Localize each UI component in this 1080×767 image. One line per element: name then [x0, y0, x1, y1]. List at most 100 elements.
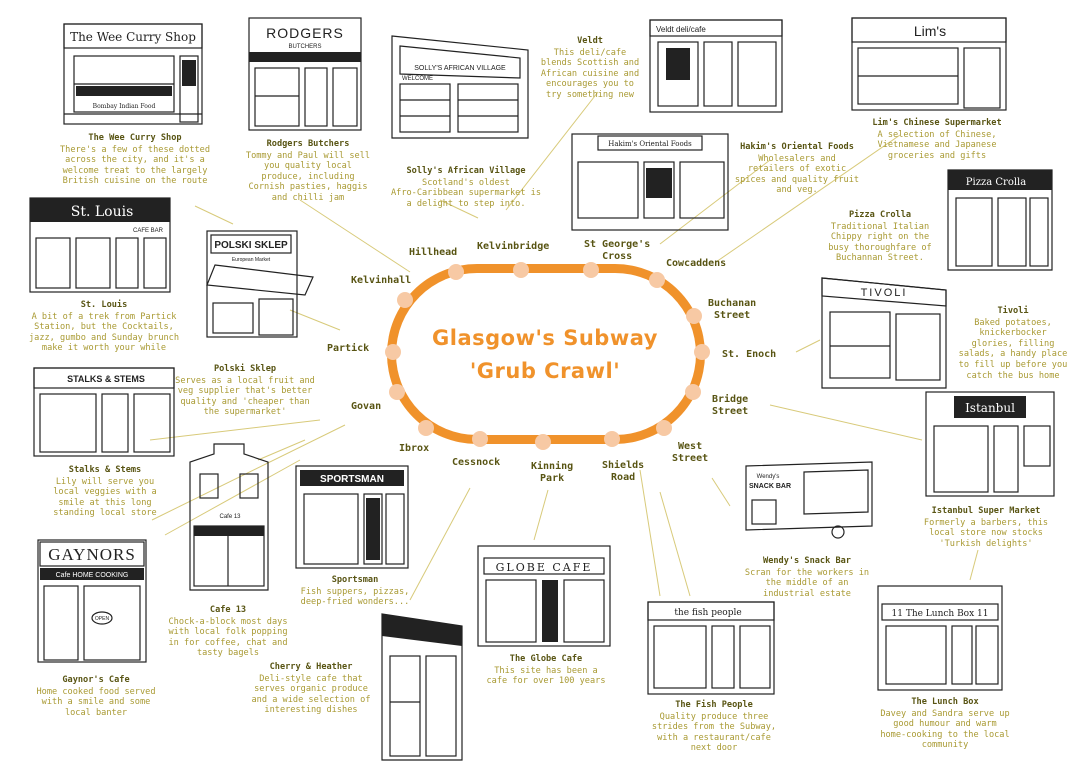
rodgers-butchers-sign-sub: BUTCHERS — [288, 44, 321, 50]
station-stop-partick[interactable] — [385, 344, 401, 360]
station-cessnock[interactable]: Cessnock — [452, 457, 501, 468]
rodgers-butchers-illustration: RODGERS BUTCHERS — [247, 16, 363, 132]
shop-rodgers-butchers[interactable]: Rodgers Butchers Tommy and Paul will sel… — [228, 139, 388, 204]
lunch-box-sign: 11 The Lunch Box 11 — [892, 609, 989, 619]
station-govan[interactable]: Govan — [351, 401, 382, 412]
gaynors-cafe-illustration: GAYNORS Cafe HOME COOKING OPEN — [36, 538, 148, 664]
station-stop-govan[interactable] — [389, 384, 405, 400]
shop-wee-curry-shop[interactable]: The Wee Curry Shop There's a few of thes… — [40, 133, 230, 187]
veldt-illustration: Veldt deli/cafe — [648, 18, 784, 114]
connector-line — [769, 404, 923, 441]
station-cowcaddens[interactable]: Cowcaddens — [666, 258, 727, 269]
rodgers-butchers-sign: RODGERS — [266, 25, 344, 41]
shop-name: The Wee Curry Shop — [88, 133, 182, 143]
shop-name: Solly's African Village — [406, 166, 526, 176]
gaynors-sign: GAYNORS — [48, 545, 136, 564]
shop-name: Istanbul Super Market — [931, 506, 1041, 516]
station-hillhead[interactable]: Hillhead — [409, 247, 458, 258]
hakims-oriental-foods-illustration: Hakim's Oriental Foods — [570, 132, 730, 232]
connector-line — [194, 205, 234, 225]
station-kelvinhall[interactable]: Kelvinhall — [351, 275, 412, 286]
station-stop-hillhead[interactable] — [448, 264, 464, 280]
shop-polski-sklep[interactable]: Polski Sklep Serves as a local fruit and… — [170, 364, 320, 418]
station-kelvinbridge[interactable]: Kelvinbridge — [477, 241, 550, 252]
st-louis-sign-sub: CAFE BAR — [133, 228, 164, 234]
shop-name: Pizza Crolla — [848, 210, 912, 220]
pizza-crolla-sign: Pizza Crolla — [966, 177, 1026, 188]
connector-line — [289, 309, 341, 331]
connector-line — [533, 489, 549, 541]
connector-line — [711, 477, 731, 507]
station-stop-west-street[interactable] — [656, 420, 672, 436]
station-st-enoch[interactable]: St. Enoch — [722, 349, 777, 360]
veldt-sign: Veldt deli/cafe — [656, 25, 706, 34]
connector-line — [151, 424, 346, 521]
wee-curry-shop-sign: The Wee Curry Shop — [70, 30, 196, 44]
shop-name: Lim's Chinese Supermarket — [872, 118, 1002, 128]
shop-name: Wendy's Snack Bar — [763, 556, 851, 566]
shop-name: Polski Sklep — [213, 364, 277, 374]
shop-sportsman[interactable]: Sportsman Fish suppers, pizzas,deep-frie… — [290, 575, 420, 608]
station-stop-cowcaddens[interactable] — [649, 272, 665, 288]
tivoli-sign: TIVOLI — [861, 287, 908, 299]
shop-desc: A selection of Chinese,Vietnamese and Ja… — [877, 129, 997, 161]
shop-name: Sportsman — [331, 575, 379, 585]
station-stop-bridge-street[interactable] — [685, 384, 701, 400]
lims-chinese-supermarket-illustration: Lim's — [850, 16, 1008, 112]
st-louis-sign: St. Louis — [71, 204, 134, 220]
wendys-sign-top: Wendy's — [757, 474, 780, 480]
connector-line — [969, 549, 979, 581]
tivoli-illustration: TIVOLI — [820, 276, 950, 390]
pizza-crolla-illustration: Pizza Crolla — [944, 166, 1056, 272]
station-stop-cessnock[interactable] — [472, 431, 488, 447]
station-stop-kelvinbridge[interactable] — [513, 262, 529, 278]
fish-people-illustration: the fish people — [646, 600, 776, 696]
station-stop-kinning-park[interactable] — [535, 434, 551, 450]
station-stop-st-enoch[interactable] — [694, 344, 710, 360]
station-ibrox[interactable]: Ibrox — [399, 443, 430, 454]
polski-sklep-sign: POLSKI SKLEP — [214, 240, 288, 251]
shop-sollys-african-village[interactable]: Solly's African Village Scotland's oldes… — [376, 166, 556, 209]
wendys-snack-bar-illustration: Wendy's SNACK BAR — [738, 460, 880, 540]
wee-curry-shop-sign-sub: Bombay Indian Food — [93, 103, 156, 110]
station-partick[interactable]: Partick — [327, 343, 370, 354]
shop-lims-chinese-supermarket[interactable]: Lim's Chinese Supermarket A selection of… — [852, 118, 1022, 161]
station-stop-shields-road[interactable] — [604, 431, 620, 447]
connector-line — [715, 134, 901, 263]
station-stop-kelvinhall[interactable] — [397, 292, 413, 308]
sollys-sign-sub: WELCOME — [402, 76, 433, 82]
shop-wendys-snack-bar[interactable]: Wendy's Snack Bar Scran for the workers … — [732, 556, 882, 599]
station-stop-ibrox[interactable] — [418, 420, 434, 436]
gaynors-open-sign: OPEN — [95, 616, 110, 622]
shop-istanbul-super-market[interactable]: Istanbul Super Market Formerly a barbers… — [908, 506, 1064, 549]
cafe-13-illustration: Cafe 13 — [188, 440, 270, 592]
station-stop-buchanan-street[interactable] — [686, 308, 702, 324]
station-stop-st-georges-cross[interactable] — [583, 262, 599, 278]
